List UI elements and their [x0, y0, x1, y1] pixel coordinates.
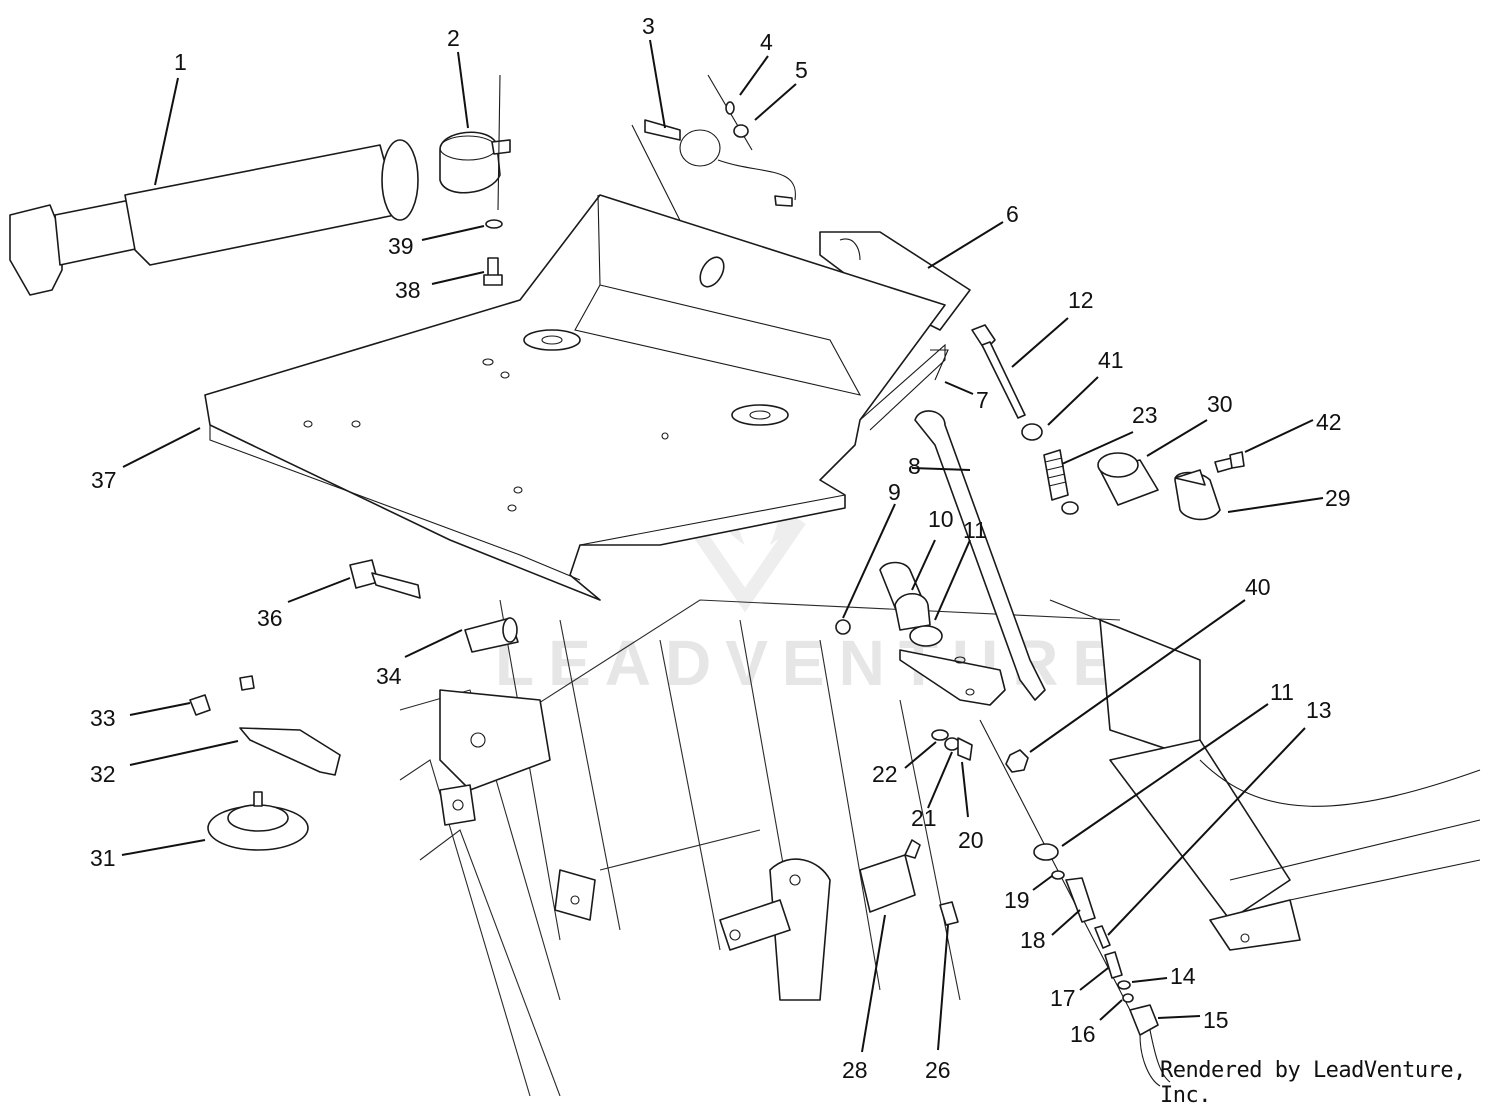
- callout-22: 22: [872, 761, 898, 787]
- part-34-36-bolt-spacer: [349, 559, 519, 653]
- callout-10: 10: [928, 506, 954, 532]
- callout-20: 20: [958, 827, 984, 853]
- callout-31: 31: [90, 845, 116, 871]
- callout-16: 16: [1070, 1021, 1096, 1047]
- part-37-panel: [204, 194, 946, 601]
- callout-3: 3: [642, 13, 655, 39]
- part-13-19-switch-stack: [979, 719, 1171, 1087]
- callout-19: 19: [1004, 887, 1030, 913]
- callout-30: 30: [1207, 391, 1233, 417]
- part-2-clamp: [439, 74, 511, 211]
- callout-28: 28: [842, 1057, 868, 1083]
- frame-background: [399, 599, 1481, 1096]
- part-8-rod: [914, 410, 1046, 701]
- callout-1: 1: [174, 49, 187, 75]
- callout-33: 33: [90, 705, 116, 731]
- callout-9: 9: [888, 479, 901, 505]
- callout-38: 38: [395, 277, 421, 303]
- callout-2: 2: [447, 25, 460, 51]
- callout-12: 12: [1068, 287, 1094, 313]
- callout-29: 29: [1325, 485, 1351, 511]
- callout-5: 5: [795, 57, 808, 83]
- part-38-39-bolt-washer: [483, 219, 503, 286]
- callout-11-upper: 11: [963, 517, 987, 543]
- render-credit: Rendered by LeadVenture, Inc.: [1160, 1058, 1466, 1108]
- callout-18: 18: [1020, 927, 1046, 953]
- part-29-30-42-capacitor: [1097, 451, 1245, 521]
- callout-11-lower: 11: [1270, 679, 1294, 705]
- callout-34: 34: [376, 663, 402, 689]
- callout-23: 23: [1132, 402, 1158, 428]
- part-4-5-fastener: [707, 74, 753, 151]
- part-7-plate: [930, 349, 949, 381]
- part-12-23-41-bolt-spring: [971, 324, 1079, 515]
- callout-26: 26: [925, 1057, 951, 1083]
- callout-36: 36: [257, 605, 283, 631]
- callout-32: 32: [90, 761, 116, 787]
- callout-41: 41: [1098, 347, 1124, 373]
- callout-42: 42: [1316, 409, 1342, 435]
- part-31-33-horn: [189, 675, 341, 851]
- callout-40: 40: [1245, 574, 1271, 600]
- part-40-nut: [1005, 749, 1029, 773]
- part-9-11-switch-assembly: [835, 561, 1006, 706]
- callout-14: 14: [1170, 963, 1196, 989]
- callout-6: 6: [1006, 201, 1019, 227]
- callout-37: 37: [91, 467, 117, 493]
- callout-17: 17: [1050, 985, 1076, 1011]
- part-26-28-relay: [859, 839, 959, 926]
- part-20-22-fasteners: [931, 729, 973, 761]
- callout-4: 4: [760, 29, 773, 55]
- callout-labels: 1 2 3 4 5 6 7 8 9 10 11 12 41 23 30 42 2…: [90, 13, 1351, 1083]
- part-1-tube: [9, 139, 419, 296]
- callout-13: 13: [1306, 697, 1332, 723]
- callout-21: 21: [911, 805, 937, 831]
- leader-lines: [121, 39, 1324, 1053]
- callout-7: 7: [976, 387, 989, 413]
- callout-39: 39: [388, 233, 414, 259]
- callout-8: 8: [908, 453, 921, 479]
- callout-15: 15: [1203, 1007, 1229, 1033]
